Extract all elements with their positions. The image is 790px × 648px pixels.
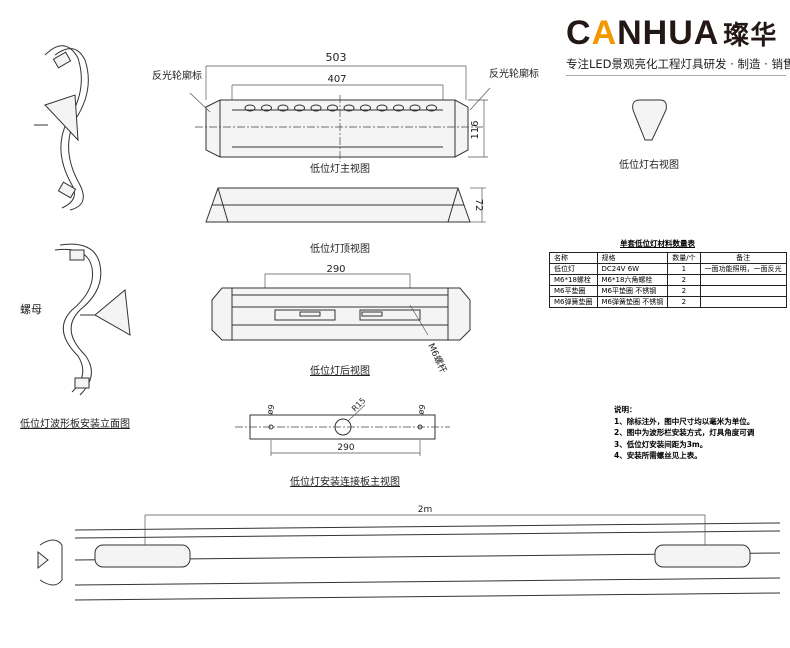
main-view-drawing (189, 65, 491, 162)
note-item: 2、图中为波形栏安装方式，灯具角度可调 (614, 428, 755, 437)
back-view-title: 低位灯后视图 (310, 364, 370, 377)
bom-header-row: 名称 规格 数量/个 备注 (549, 252, 787, 264)
reflector-label-right: 反光轮廓标 (489, 67, 539, 80)
led-bead (310, 104, 322, 112)
dim-overall-length: 503 (326, 51, 347, 64)
top-view-title: 低位灯顶视图 (310, 242, 370, 255)
nut-label: 螺母 (20, 303, 42, 316)
note-item: 1、除标注外，图中尺寸均以毫米为单位。 (614, 416, 755, 426)
bom-cell: 一面功能照明，一面反光 (699, 263, 787, 275)
led-bead (327, 104, 338, 112)
right-view-title: 低位灯右视图 (619, 158, 679, 171)
led-bead (277, 104, 289, 112)
dim-back-span: 290 (326, 264, 345, 275)
bolt-label: M6螺杆 (425, 341, 449, 375)
wave-barrier-elevation-bottom (54, 243, 131, 396)
bom-cell: 低位灯 (549, 263, 598, 275)
hole-right-dia: ø9 (416, 404, 427, 416)
dim-inner-length: 407 (327, 74, 346, 85)
led-bead (343, 104, 355, 112)
led-bead (409, 104, 421, 112)
right-view-drawing (632, 99, 667, 141)
bom-cell: 1 (667, 263, 701, 275)
led-bead (393, 104, 404, 112)
top-view-drawing (205, 187, 486, 223)
bom-cell (699, 274, 787, 286)
notes: 说明： 1、除标注外，图中尺寸均以毫米为单位。 2、图中为波形栏安装方式，灯具角… (614, 404, 754, 462)
bom-cell: M6弹簧垫圈 (549, 296, 598, 308)
bom-cell (699, 296, 787, 308)
bom-cell: 2 (667, 285, 701, 297)
bom-header: 名称 (549, 252, 598, 264)
bom-cell: M6平垫圈 (549, 285, 598, 297)
bom-cell: 2 (667, 296, 701, 308)
notes-title: 说明： (614, 405, 637, 414)
plate-view-title: 低位灯安装连接板主视图 (290, 475, 400, 488)
mounting-plate-drawing (235, 404, 450, 456)
note-item: 3、低位灯安装间距为3m。 (614, 439, 708, 449)
led-bead (294, 104, 305, 112)
brand-tagline: 专注LED景观亮化工程灯具研发 · 制造 · 销售 (566, 56, 790, 76)
led-bead (244, 104, 256, 112)
bom-cell: M6*18螺栓 (549, 274, 598, 286)
bom-title: 单套低位灯材料数量表 (620, 239, 695, 248)
led-bead (261, 104, 272, 112)
guardrail-plan-drawing (37, 514, 781, 601)
led-bead (360, 104, 371, 112)
bom-cell: DC24V 6W (596, 263, 669, 275)
bom-cell (699, 285, 787, 297)
led-bead (426, 104, 437, 112)
hole-left-dia: ø9 (265, 404, 276, 416)
reflector-label-left: 反光轮廓标 (152, 69, 202, 82)
bom-cell: M6弹簧垫圈 不锈钢 (596, 296, 669, 308)
led-bead (376, 104, 388, 112)
center-hole-radius: R15 (350, 396, 368, 414)
dim-plate-span: 290 (337, 443, 354, 453)
back-view-drawing (211, 273, 471, 341)
main-view-title: 低位灯主视图 (310, 162, 370, 175)
bom-header: 规格 (596, 252, 669, 264)
wave-barrier-elevation-top (34, 45, 89, 211)
bom-cell: M6*18六角螺栓 (596, 274, 669, 286)
bom-header: 备注 (699, 252, 787, 264)
bom-header: 数量/个 (667, 252, 701, 264)
bom-cell: 2 (667, 274, 701, 286)
dim-height: 116 (470, 120, 481, 139)
note-item: 4、安装所需螺丝见上表。 (614, 451, 702, 460)
bom-cell: M6平垫圈 不锈钢 (596, 285, 669, 297)
elevation-view-title: 低位灯波形板安装立面图 (20, 417, 130, 430)
dim-depth: 72 (473, 199, 484, 212)
rail-spacing: 2m (418, 505, 433, 515)
